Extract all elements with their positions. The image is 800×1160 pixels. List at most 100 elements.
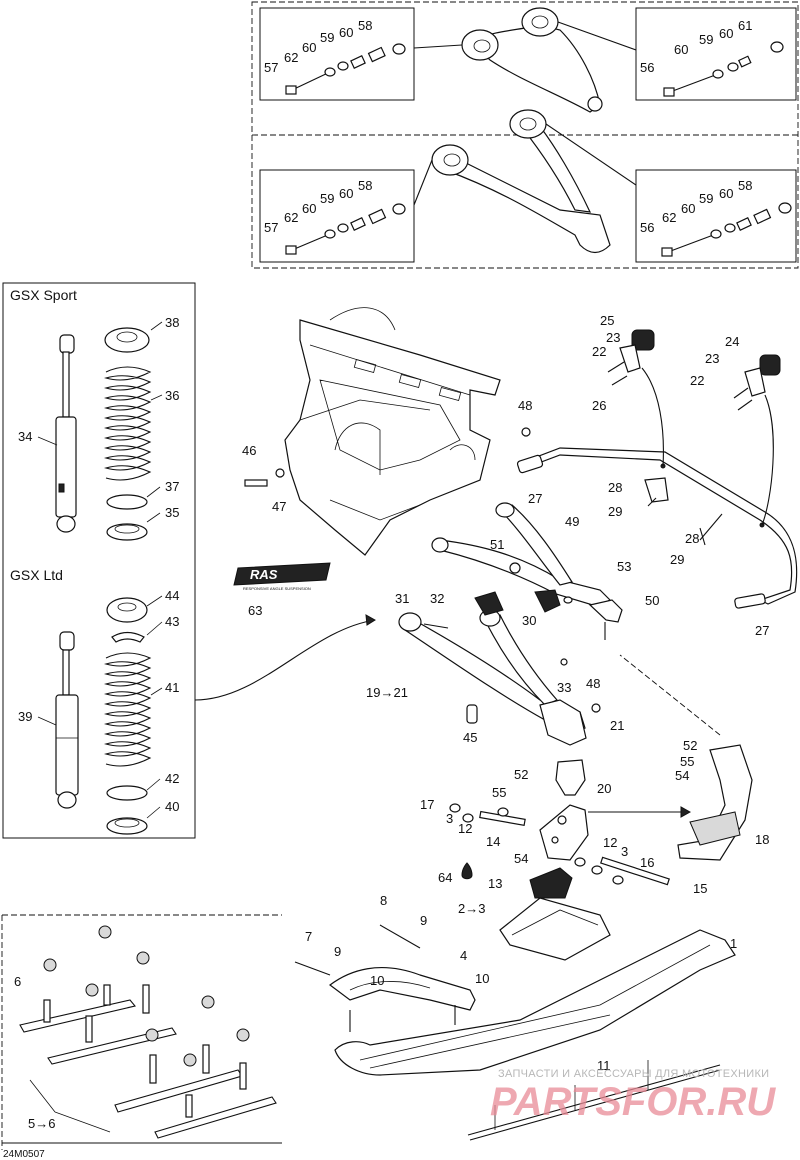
callout-17: 17: [420, 797, 434, 812]
hardware-row-2: [663, 41, 784, 97]
callout-36: 36: [165, 388, 179, 403]
front-suspension-arms: [244, 427, 623, 796]
callout-52: 52: [683, 738, 697, 753]
watermark-logo: PARTSFOR.RU: [490, 1080, 776, 1124]
callout-45: 45: [463, 730, 477, 745]
runner-detail-area: [1, 914, 282, 1150]
callout-54: 54: [514, 851, 528, 866]
callout-6: 6: [14, 974, 21, 989]
spindle-and-ski: [294, 654, 753, 1141]
callout-22: 22: [690, 373, 704, 388]
callout-30: 30: [522, 613, 536, 628]
callout-48: 48: [518, 398, 532, 413]
callout-12: 12: [603, 835, 617, 850]
callout-labels: 57 62 60 59 60 58 56 60 59 60 61 57 62 6…: [14, 18, 769, 1131]
callout-48: 48: [586, 676, 600, 691]
callout-27: 27: [528, 491, 542, 506]
callout-28: 28: [608, 480, 622, 495]
watermark-tagline: ЗАПЧАСТИ И АКСЕССУАРЫ ДЛЯ МОТОТЕХНИКИ: [498, 1068, 769, 1080]
lower-a-arm: [431, 109, 611, 254]
callout-38: 38: [165, 315, 179, 330]
callout-58: 58: [358, 18, 372, 33]
callout-23: 23: [606, 330, 620, 345]
callout-28: 28: [685, 531, 699, 546]
callout-37: 37: [165, 479, 179, 494]
callout-44: 44: [165, 588, 179, 603]
callout-59: 59: [699, 32, 713, 47]
callout-29: 29: [608, 504, 622, 519]
callout-21: 21: [610, 718, 624, 733]
callout-19-21: 19→21: [366, 685, 408, 700]
callout-49: 49: [565, 514, 579, 529]
shock-absorber-sport: [55, 334, 77, 533]
section-title-ltd: GSX Ltd: [10, 567, 63, 583]
bushing-24: [759, 354, 781, 376]
callout-61: 61: [738, 18, 752, 33]
bolt-kit-box-3: [259, 169, 415, 263]
hardware-row-4: [661, 202, 792, 257]
chassis-frame: [284, 307, 501, 556]
callout-12: 12: [458, 821, 472, 836]
callout-9: 9: [334, 944, 341, 959]
callout-10: 10: [370, 973, 384, 988]
callout-54: 54: [675, 768, 689, 783]
callout-3: 3: [621, 844, 628, 859]
callout-39: 39: [18, 709, 32, 724]
callout-8: 8: [380, 893, 387, 908]
upper-arm-detail-area: [251, 1, 799, 269]
callout-59: 59: [320, 30, 334, 45]
callout-40: 40: [165, 799, 179, 814]
shock-absorber-ltd: [55, 631, 79, 809]
bumper-30a: [474, 591, 504, 616]
callout-41: 41: [165, 680, 179, 695]
callout-33: 33: [557, 680, 571, 695]
callout-60: 60: [681, 201, 695, 216]
callout-31: 31: [395, 591, 409, 606]
callout-56: 56: [640, 220, 654, 235]
callout-60: 60: [674, 42, 688, 57]
callout-34: 34: [18, 429, 32, 444]
callout-11: 11: [597, 1058, 611, 1073]
callout-29: 29: [670, 552, 684, 567]
ski-bumper-13: [529, 867, 573, 899]
callout-50: 50: [645, 593, 659, 608]
runner-studs: [43, 925, 250, 1118]
bolt-kit-box-4: [635, 169, 797, 263]
callout-60: 60: [302, 40, 316, 55]
callout-2-3: 2→3: [458, 901, 485, 916]
bushing-25: [631, 329, 655, 351]
callout-47: 47: [272, 499, 286, 514]
hardware-row-3: [285, 203, 406, 255]
ras-logo: RAS RESPONSIVE ANGLE SUSPENSION: [233, 562, 331, 591]
callout-52: 52: [514, 767, 528, 782]
drawing-code: 24M0507: [3, 1149, 45, 1160]
callout-13: 13: [488, 876, 502, 891]
ras-logo-subtext: RESPONSIVE ANGLE SUSPENSION: [243, 586, 311, 591]
callout-60: 60: [302, 201, 316, 216]
callout-60: 60: [719, 186, 733, 201]
callout-1: 1: [730, 936, 737, 951]
callout-62: 62: [284, 50, 298, 65]
shock-panel: GSX Sport GSX Ltd: [2, 282, 376, 839]
callout-60: 60: [339, 186, 353, 201]
bolt-kit-box-2: [635, 7, 797, 101]
callout-60: 60: [339, 25, 353, 40]
callout-25: 25: [600, 313, 614, 328]
callout-62: 62: [284, 210, 298, 225]
upper-a-arm: [461, 7, 603, 113]
callout-14: 14: [486, 834, 500, 849]
callout-24: 24: [725, 334, 739, 349]
hardware-row-1: [285, 43, 406, 95]
callout-4: 4: [460, 948, 467, 963]
callout-56: 56: [640, 60, 654, 75]
callout-32: 32: [430, 591, 444, 606]
callout-27: 27: [755, 623, 769, 638]
callout-20: 20: [597, 781, 611, 796]
callout-23: 23: [705, 351, 719, 366]
callout-62: 62: [662, 210, 676, 225]
callout-55: 55: [680, 754, 694, 769]
callout-58: 58: [358, 178, 372, 193]
callout-59: 59: [699, 191, 713, 206]
callout-42: 42: [165, 771, 179, 786]
